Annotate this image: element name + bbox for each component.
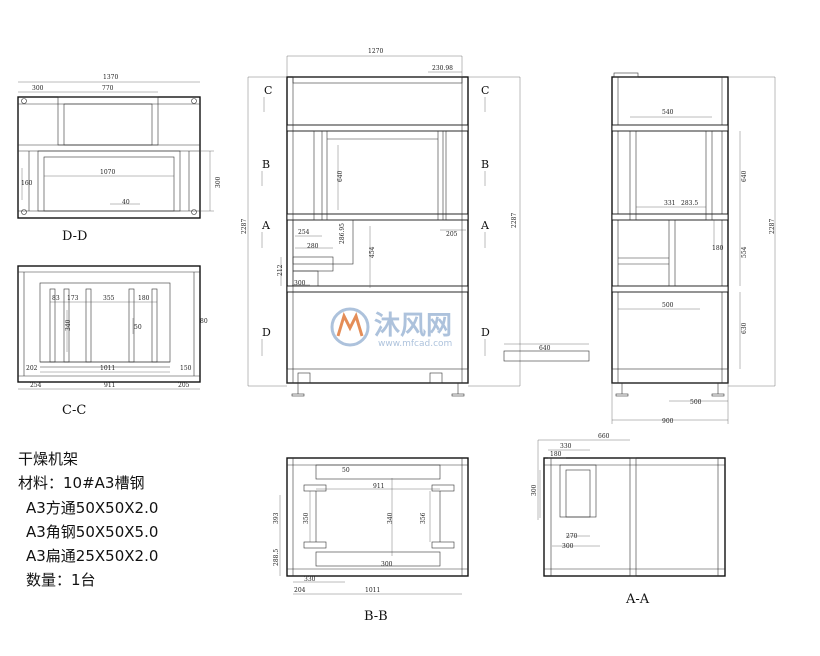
view-c-c: 83 173 355 180 340 50 1011 202 150 254 9… (17, 265, 208, 418)
dim-label: 2287 (769, 219, 776, 234)
watermark-brand: 沐风网 (374, 311, 452, 341)
dim-label: 355 (103, 295, 115, 302)
view-d-d: 1370 300 770 1070 160 40 300 D-D (17, 74, 222, 244)
dim-label: 331 (664, 200, 675, 207)
view-title: A-A (625, 592, 650, 607)
dim-label: 660 (598, 433, 610, 440)
dim-label: 300 (531, 484, 538, 496)
dim-label: 554 (741, 246, 748, 258)
section-marker: B (481, 158, 489, 171)
section-marker: D (481, 326, 490, 339)
dim-label: 300 (215, 176, 222, 188)
dim-label: 230.98 (432, 65, 453, 72)
watermark-m-icon (336, 311, 364, 337)
dim-label: 1011 (365, 587, 380, 594)
section-marker: B (262, 158, 270, 171)
notes-material: 材料：10#A3槽钢 (18, 474, 144, 492)
dim-label: 393 (273, 512, 280, 524)
watermark-url: www.mfcad.com (378, 339, 452, 349)
dim-label: 283.5 (681, 200, 698, 207)
notes-line-1: A3方通50X50X2.0 (26, 499, 158, 517)
dim-label: 40 (122, 199, 130, 206)
dim-label: 340 (65, 319, 72, 331)
dim-label: 160 (21, 180, 33, 187)
dim-label: 173 (67, 295, 79, 302)
dim-label: 1270 (368, 48, 383, 55)
dim-label: 180 (712, 245, 724, 252)
dim-label: 2287 (241, 219, 248, 234)
dim-label: 900 (662, 418, 674, 425)
dim-label: 911 (373, 483, 384, 490)
dim-label: 205 (446, 231, 458, 238)
dim-label: 288.5 (273, 549, 280, 566)
dim-label: 300 (294, 280, 306, 287)
dim-label: 356 (420, 512, 427, 524)
dim-label: 640 (741, 170, 748, 182)
section-marker: D (262, 326, 271, 339)
dim-label: 204 (294, 587, 306, 594)
dim-label: 1070 (100, 169, 115, 176)
watermark: 沐风网 www.mfcad.com (330, 307, 452, 349)
dim-label: 270 (566, 533, 578, 540)
view-front: 1270 230.98 640 254 280 286.95 205 454 2… (241, 48, 590, 397)
watermark-logo-icon (330, 307, 370, 347)
dim-label: 286.95 (339, 223, 346, 244)
dim-label: 330 (304, 576, 316, 583)
dim-label: 202 (26, 365, 38, 372)
dim-label: 2287 (511, 213, 518, 228)
section-marker: C (264, 84, 272, 97)
dim-label: 80 (200, 318, 208, 325)
dim-label: 500 (662, 302, 674, 309)
dim-label: 640 (337, 170, 344, 182)
dim-label: 1011 (100, 365, 115, 372)
dim-label: 640 (539, 345, 551, 352)
notes-title: 干燥机架 (18, 450, 78, 468)
dim-label: 212 (277, 264, 284, 276)
dim-label: 50 (134, 324, 142, 331)
dim-label: 300 (562, 543, 574, 550)
notes-line-3: A3扁通25X50X2.0 (26, 547, 158, 565)
view-title: B-B (364, 609, 388, 624)
dim-label: 350 (303, 512, 310, 524)
dim-label: 540 (662, 109, 674, 116)
section-marker: C (481, 84, 489, 97)
dim-label: 340 (387, 512, 394, 524)
dim-label: 300 (32, 85, 44, 92)
dim-label: 254 (30, 382, 42, 389)
view-title: C-C (62, 403, 86, 418)
material-notes: 干燥机架 材料：10#A3槽钢 A3方通50X50X2.0 A3角钢50X50X… (18, 450, 158, 589)
dim-label: 150 (180, 365, 192, 372)
dim-label: 630 (741, 322, 748, 334)
dim-label: 83 (52, 295, 60, 302)
view-side: 540 640 331 283.5 180 554 500 630 500 90… (611, 72, 776, 425)
dim-label: 180 (550, 451, 562, 458)
dim-label: 1370 (103, 74, 118, 81)
view-a-a: 660 330 180 300 270 300 A-A (531, 433, 726, 607)
dim-label: 911 (104, 382, 115, 389)
notes-quantity: 数量：1台 (26, 571, 96, 589)
notes-line-2: A3角钢50X50X5.0 (26, 523, 158, 541)
dim-label: 50 (342, 467, 350, 474)
dim-label: 454 (369, 246, 376, 258)
section-marker: A (261, 219, 271, 232)
section-marker: A (480, 219, 490, 232)
view-title: D-D (62, 229, 87, 244)
dim-label: 300 (381, 561, 393, 568)
dim-label: 180 (138, 295, 150, 302)
dim-label: 770 (102, 85, 114, 92)
dim-label: 205 (178, 382, 190, 389)
dim-label: 254 (298, 229, 310, 236)
view-b-b: 50 911 393 350 340 356 288.5 330 300 101… (273, 457, 469, 624)
dim-label: 500 (690, 399, 702, 406)
dim-label: 330 (560, 443, 572, 450)
dim-label: 280 (307, 243, 319, 250)
